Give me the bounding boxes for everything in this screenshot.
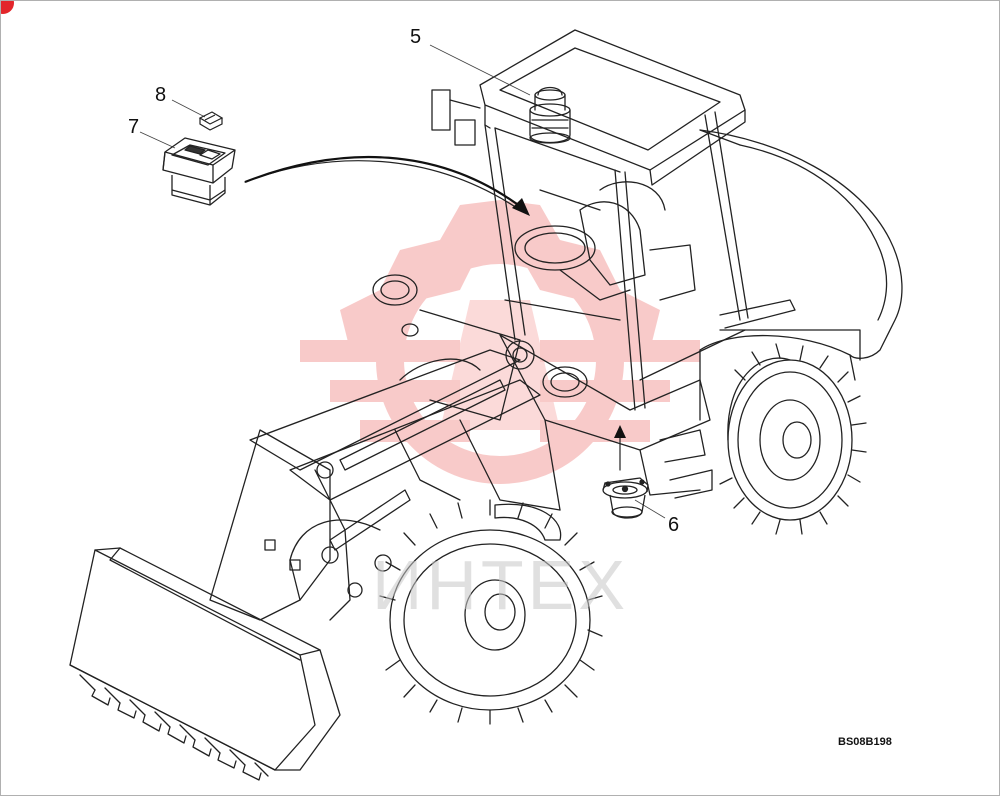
rear-wheel bbox=[699, 334, 867, 535]
arrow-6-head bbox=[614, 425, 626, 438]
leader-7 bbox=[139, 131, 176, 149]
callout-6: 6 bbox=[668, 514, 680, 536]
callout-8: 8 bbox=[155, 84, 167, 106]
corner-badge bbox=[0, 0, 14, 14]
leader-5 bbox=[429, 44, 531, 96]
engine-hood bbox=[699, 129, 903, 361]
front-wheel bbox=[289, 499, 603, 725]
arrow-7-stroke bbox=[244, 155, 526, 211]
leader-8 bbox=[171, 99, 206, 118]
watermark-text: ИНТЕХ bbox=[372, 546, 630, 624]
callout-7: 7 bbox=[128, 116, 140, 138]
rotating-beacon bbox=[529, 86, 571, 144]
arrow-7-head bbox=[512, 198, 530, 216]
lift-arms bbox=[209, 274, 588, 621]
cab bbox=[431, 29, 796, 511]
drawing-code: BS08B198 bbox=[838, 736, 892, 748]
leader-6 bbox=[634, 499, 666, 519]
bucket bbox=[69, 547, 341, 781]
part-7-rocker-switch bbox=[162, 137, 236, 206]
callout-5: 5 bbox=[410, 26, 422, 48]
part-6-mount bbox=[602, 477, 649, 519]
part-8-clip bbox=[198, 111, 224, 131]
front-fender bbox=[494, 503, 562, 541]
